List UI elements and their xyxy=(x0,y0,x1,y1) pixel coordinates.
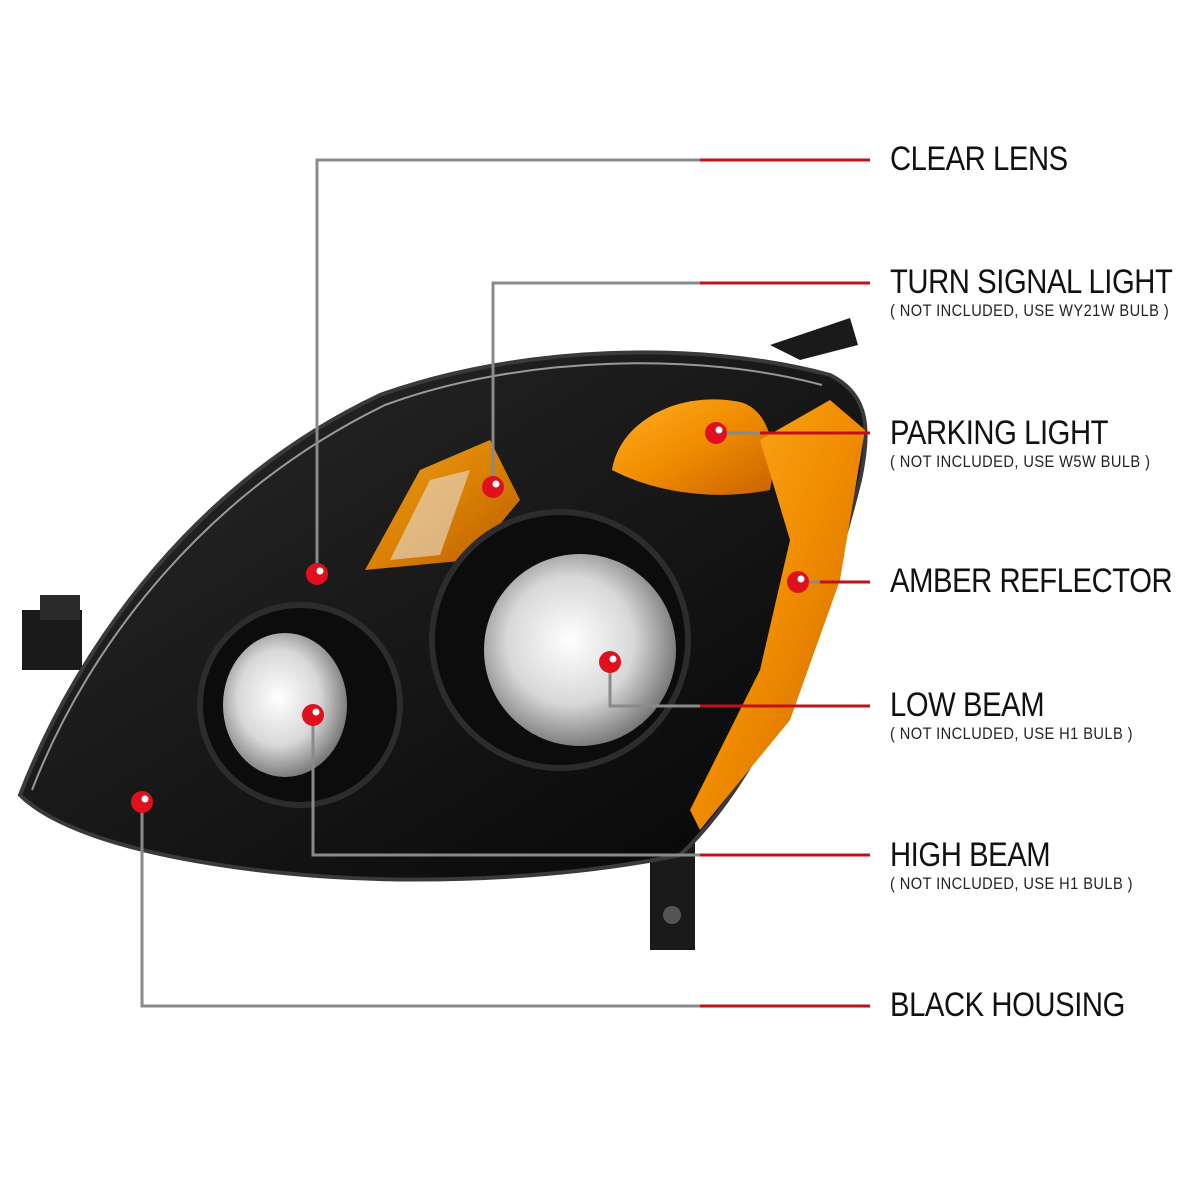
marker-parking xyxy=(705,422,727,444)
callout-parking-light: PARKING LIGHT ( NOT INCLUDED, USE W5W BU… xyxy=(890,414,1193,472)
callout-turn-signal-title: TURN SIGNAL LIGHT xyxy=(890,263,1173,301)
callout-low-beam: LOW BEAM ( NOT INCLUDED, USE H1 BULB ) xyxy=(890,686,1172,744)
mount-bracket-left xyxy=(22,595,82,670)
leader-low-gray xyxy=(608,662,700,708)
marker-clear-lens xyxy=(306,563,328,585)
callout-high-beam: HIGH BEAM ( NOT INCLUDED, USE H1 BULB ) xyxy=(890,836,1172,894)
parking-lens xyxy=(612,399,773,495)
marker-black-housing xyxy=(131,791,153,813)
marker-high-beam xyxy=(302,704,324,726)
callout-black-housing: BLACK HOUSING xyxy=(890,986,1163,1024)
callout-low-beam-note: ( NOT INCLUDED, USE H1 BULB ) xyxy=(890,724,1133,743)
mount-bracket-top xyxy=(770,318,858,360)
callout-turn-signal: TURN SIGNAL LIGHT ( NOT INCLUDED, USE WY… xyxy=(890,263,1200,321)
callout-clear-lens: CLEAR LENS xyxy=(890,140,1097,178)
leader-high-gray xyxy=(311,715,700,857)
marker-turn-signal xyxy=(482,476,504,498)
callout-amber-reflector: AMBER REFLECTOR xyxy=(890,562,1200,600)
callout-high-beam-title: HIGH BEAM xyxy=(890,836,1051,874)
marker-low-beam xyxy=(599,651,621,673)
high-beam-reflector xyxy=(223,633,347,777)
callout-turn-signal-note: ( NOT INCLUDED, USE WY21W BULB ) xyxy=(890,301,1170,320)
callout-parking-light-title: PARKING LIGHT xyxy=(890,414,1109,452)
callout-high-beam-note: ( NOT INCLUDED, USE H1 BULB ) xyxy=(890,874,1133,893)
callout-clear-lens-title: CLEAR LENS xyxy=(890,140,1068,178)
low-beam-reflector xyxy=(484,554,676,746)
marker-amber-reflector xyxy=(787,571,809,593)
leader-clear-lens-gray xyxy=(315,158,700,570)
leader-turn-gray xyxy=(491,281,700,487)
leader-housing-gray xyxy=(140,802,700,1008)
amber-reflector-lens xyxy=(690,400,865,830)
markers xyxy=(131,422,809,813)
callout-parking-light-note: ( NOT INCLUDED, USE W5W BULB ) xyxy=(890,452,1151,471)
clear-lens-edge xyxy=(31,362,823,791)
callout-black-housing-title: BLACK HOUSING xyxy=(890,986,1125,1024)
callout-low-beam-title: LOW BEAM xyxy=(890,686,1045,724)
callout-amber-reflector-title: AMBER REFLECTOR xyxy=(890,562,1173,600)
leader-lines xyxy=(140,158,870,1008)
